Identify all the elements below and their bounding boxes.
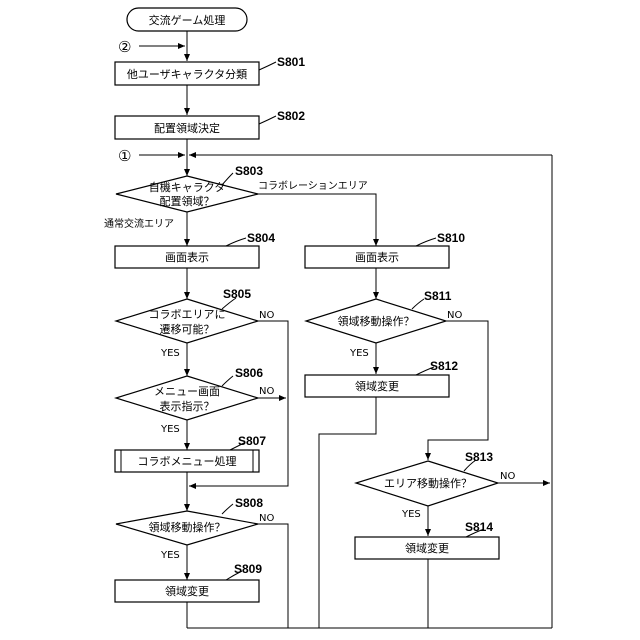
svg-text:S807: S807 xyxy=(238,434,266,448)
s804-label: 画面表示 xyxy=(165,250,209,264)
decision-s803: 自機キャラクタ 配置領域？ xyxy=(116,176,258,212)
decision-s808: 領域移動操作？ xyxy=(116,511,258,545)
label-collab-area: コラボレーションエリア xyxy=(258,180,368,192)
step-label-s802: S802 xyxy=(259,109,305,124)
start-terminal: 交流ゲーム処理 xyxy=(127,8,247,31)
s801-label: 他ユーザキャラクタ分類 xyxy=(127,68,247,81)
s812-label: 領域変更 xyxy=(355,379,399,393)
process-s802: 配置領域決定 xyxy=(115,116,259,139)
process-s814: 領域変更 xyxy=(355,537,499,559)
s803-line2: 配置領域？ xyxy=(160,194,215,208)
connector-2: ② xyxy=(118,38,131,56)
process-s810: 画面表示 xyxy=(305,246,449,268)
step-label-s808: S808 xyxy=(222,496,263,514)
s805-line1: コラボエリアに xyxy=(149,308,226,321)
decision-s813: エリア移動操作？ xyxy=(356,461,498,506)
start-label: 交流ゲーム処理 xyxy=(149,13,226,27)
svg-text:S813: S813 xyxy=(465,450,493,464)
edge-s803-s810 xyxy=(258,194,376,246)
step-label-s804: S804 xyxy=(226,231,275,246)
s807-label: コラボメニュー処理 xyxy=(138,455,237,468)
label-s808-yes: YES xyxy=(160,550,180,561)
label-s811-no: NO xyxy=(447,310,462,321)
s814-label: 領域変更 xyxy=(405,541,449,555)
s805-line2: 遷移可能？ xyxy=(160,322,215,336)
svg-text:S801: S801 xyxy=(277,55,305,69)
s810-label: 画面表示 xyxy=(355,250,399,264)
label-s813-no: NO xyxy=(500,471,515,482)
step-label-s811: S811 xyxy=(412,289,452,309)
s802-label: 配置領域決定 xyxy=(154,121,220,135)
svg-text:S808: S808 xyxy=(235,496,263,510)
s803-line1: 自機キャラクタ xyxy=(149,180,226,194)
step-label-s810: S810 xyxy=(416,231,465,246)
step-label-s806: S806 xyxy=(222,366,263,386)
svg-text:S806: S806 xyxy=(235,366,263,380)
edge-s812-down xyxy=(319,397,376,628)
s806-line1: メニュー画面 xyxy=(154,385,220,398)
label-s813-yes: YES xyxy=(401,509,421,520)
process-s807: コラボメニュー処理 xyxy=(115,450,259,472)
step-label-s812: S812 xyxy=(416,359,458,375)
label-s811-yes: YES xyxy=(349,348,369,359)
svg-text:S810: S810 xyxy=(437,231,465,245)
s813-label: エリア移動操作？ xyxy=(384,476,472,490)
svg-text:S804: S804 xyxy=(247,231,275,245)
process-s804: 画面表示 xyxy=(115,246,259,268)
svg-text:S805: S805 xyxy=(223,287,251,301)
s808-label: 領域移動操作？ xyxy=(149,520,226,534)
step-label-s809: S809 xyxy=(226,562,262,580)
s809-label: 領域変更 xyxy=(165,584,209,598)
s806-line2: 表示指示？ xyxy=(160,399,215,413)
process-s812: 領域変更 xyxy=(305,375,449,397)
label-normal-area: 通常交流エリア xyxy=(104,217,174,230)
svg-text:S814: S814 xyxy=(465,520,493,534)
svg-text:S803: S803 xyxy=(235,164,263,178)
decision-s805: コラボエリアに 遷移可能？ xyxy=(116,299,258,343)
s811-label: 領域移動操作？ xyxy=(338,314,415,328)
svg-text:S812: S812 xyxy=(430,359,458,373)
svg-text:S809: S809 xyxy=(234,562,262,576)
connector-1: ① xyxy=(118,147,131,165)
step-label-s805: S805 xyxy=(222,287,251,309)
label-s808-no: NO xyxy=(259,513,274,524)
label-s806-no: NO xyxy=(259,386,274,397)
decision-s811: 領域移動操作？ xyxy=(306,299,446,343)
svg-text:S802: S802 xyxy=(277,109,305,123)
label-s805-yes: YES xyxy=(160,348,180,359)
step-label-s813: S813 xyxy=(464,450,493,471)
label-s805-no: NO xyxy=(259,310,274,321)
process-s809: 領域変更 xyxy=(115,580,259,602)
process-s801: 他ユーザキャラクタ分類 xyxy=(115,62,259,85)
decision-s806: メニュー画面 表示指示？ xyxy=(116,376,258,420)
edge-s808-no xyxy=(258,524,288,628)
step-label-s814: S814 xyxy=(465,520,493,537)
label-s806-yes: YES xyxy=(160,424,180,435)
svg-text:S811: S811 xyxy=(424,289,452,303)
step-label-s801: S801 xyxy=(259,55,305,70)
step-label-s807: S807 xyxy=(230,434,266,450)
